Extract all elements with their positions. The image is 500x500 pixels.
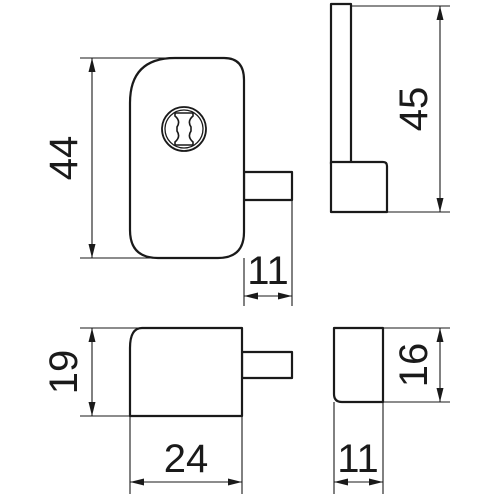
dim-height-bottom: 19 — [42, 327, 142, 417]
front-view — [128, 56, 294, 260]
dim-label-44: 44 — [42, 136, 86, 181]
dim-label-11-front: 11 — [247, 249, 289, 293]
bottom-bolt — [240, 350, 294, 380]
cylinder-keyhole-icon — [161, 106, 207, 152]
dim-label-24: 24 — [164, 437, 209, 481]
dim-width-bottom: 24 — [129, 416, 243, 494]
dim-label-16: 16 — [392, 343, 436, 388]
side-view — [329, 2, 389, 214]
bottom-lock-body — [128, 326, 244, 418]
dim-height-front: 44 — [42, 57, 172, 259]
front-lock-body — [128, 56, 246, 260]
dim-label-45: 45 — [392, 87, 436, 132]
dim-height-side: 45 — [352, 5, 450, 213]
dim-height-bottom-side: 16 — [383, 327, 450, 403]
front-bolt — [242, 170, 294, 202]
side-lock-body — [329, 160, 389, 214]
bottom-view — [128, 326, 294, 418]
end-lock-body — [332, 326, 385, 404]
side-bolt — [329, 2, 353, 166]
dim-bolt-front: 11 — [243, 200, 293, 306]
dim-label-11-bottom: 11 — [337, 437, 379, 481]
dim-label-19: 19 — [42, 350, 86, 395]
dim-width-bottom-side: 11 — [333, 402, 384, 494]
